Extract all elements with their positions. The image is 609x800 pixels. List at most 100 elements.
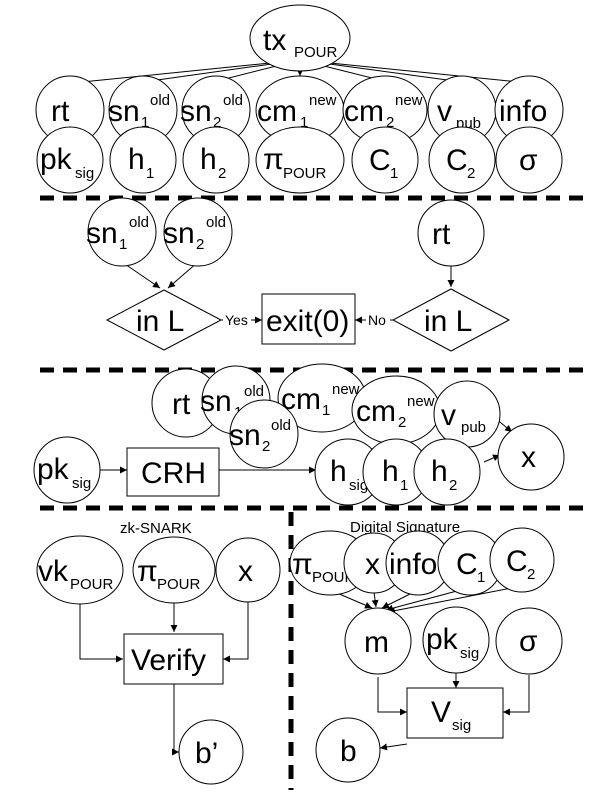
svg-text:POUR: POUR bbox=[294, 44, 338, 61]
svg-text:POUR: POUR bbox=[157, 576, 201, 593]
svg-text:pk: pk bbox=[37, 453, 70, 486]
node-check-sn1-old bbox=[87, 197, 157, 267]
svg-text:V: V bbox=[431, 696, 451, 729]
digital-signature-title: Digital Signature bbox=[350, 519, 460, 536]
label-check-sn2-old: sn 2 old bbox=[163, 214, 226, 253]
svg-text:C: C bbox=[506, 545, 528, 578]
node-exit bbox=[261, 293, 356, 345]
svg-text:new: new bbox=[395, 92, 423, 109]
label-info: info bbox=[499, 95, 547, 128]
label-hash-cm2-new: cm 2 new bbox=[356, 393, 435, 431]
label-hash-hsig: h sig bbox=[330, 455, 368, 494]
node-hash-sn2-old bbox=[229, 399, 299, 469]
svg-text:tx: tx bbox=[263, 24, 286, 57]
label-rt: rt bbox=[51, 95, 70, 128]
svg-text:h: h bbox=[431, 455, 448, 488]
svg-text:C: C bbox=[446, 144, 468, 177]
label-check-rt: rt bbox=[432, 218, 451, 251]
label-vk-pour: vk POUR bbox=[38, 555, 114, 593]
svg-text:old: old bbox=[271, 417, 291, 434]
label-hash-h1: h 1 bbox=[382, 455, 408, 494]
svg-text:pk: pk bbox=[40, 143, 73, 176]
label-sn2-old: sn 2 old bbox=[180, 92, 243, 131]
svg-text:sn: sn bbox=[200, 385, 232, 418]
node-sig-c2 bbox=[489, 527, 555, 593]
node-check-sn2-old bbox=[163, 197, 233, 267]
edge-c1-m bbox=[385, 587, 469, 612]
node-in-l-right bbox=[391, 288, 511, 352]
label-zk-b: b’ bbox=[195, 737, 218, 770]
node-hash-pk-sig bbox=[33, 436, 101, 504]
label-c2: C 2 bbox=[446, 144, 475, 182]
node-pk-sig bbox=[36, 126, 104, 194]
node-verify bbox=[123, 633, 224, 685]
label-crh: CRH bbox=[141, 457, 206, 490]
label-in-l-left: in L bbox=[136, 305, 184, 338]
svg-text:2: 2 bbox=[398, 414, 406, 431]
svg-text:h: h bbox=[382, 455, 399, 488]
svg-text:1: 1 bbox=[141, 114, 149, 131]
svg-text:POUR: POUR bbox=[283, 165, 327, 182]
svg-text:2: 2 bbox=[213, 114, 221, 131]
svg-text:sig: sig bbox=[72, 475, 91, 492]
edge-x-verify bbox=[223, 600, 249, 663]
svg-text:1: 1 bbox=[119, 236, 127, 253]
edge-vsig-b bbox=[379, 743, 408, 751]
svg-text:old: old bbox=[244, 383, 264, 400]
svg-text:pub: pub bbox=[461, 419, 486, 436]
label-hash-h2: h 2 bbox=[431, 455, 457, 494]
svg-text:h: h bbox=[128, 143, 145, 176]
node-zk-x bbox=[215, 537, 281, 603]
svg-text:2: 2 bbox=[262, 438, 270, 455]
label-hash-rt: rt bbox=[172, 388, 191, 421]
label-hash-vpub: v pub bbox=[441, 399, 486, 436]
edge-sn1-inl bbox=[121, 261, 161, 289]
svg-text:1: 1 bbox=[477, 569, 485, 586]
label-no: No bbox=[368, 312, 386, 328]
svg-text:pk: pk bbox=[426, 623, 459, 656]
svg-text:h: h bbox=[330, 455, 347, 488]
label-sigma: σ bbox=[519, 144, 538, 177]
node-hash-h2 bbox=[413, 438, 481, 506]
node-vsig bbox=[406, 687, 504, 739]
node-h2 bbox=[182, 126, 250, 194]
svg-text:1: 1 bbox=[390, 165, 398, 182]
svg-text:POUR: POUR bbox=[70, 576, 114, 593]
edge-h2-x bbox=[483, 454, 501, 463]
edge-tx-info bbox=[299, 59, 530, 86]
label-sig-x: x bbox=[365, 548, 380, 581]
svg-text:sn: sn bbox=[108, 95, 140, 128]
label-hash-pk-sig: pk sig bbox=[37, 453, 91, 492]
label-exit: exit(0) bbox=[266, 305, 349, 338]
node-crh bbox=[126, 447, 220, 497]
svg-text:1: 1 bbox=[400, 477, 408, 494]
svg-text:old: old bbox=[150, 92, 170, 109]
svg-text:π: π bbox=[263, 143, 284, 176]
node-c2 bbox=[428, 126, 496, 194]
label-c1: C 1 bbox=[369, 144, 398, 182]
svg-text:2: 2 bbox=[467, 165, 475, 182]
svg-text:sig: sig bbox=[75, 165, 94, 182]
label-sig-info: info bbox=[389, 548, 437, 581]
label-hash-x: x bbox=[521, 441, 536, 474]
label-verify: Verify bbox=[131, 644, 206, 677]
svg-text:C: C bbox=[369, 144, 391, 177]
svg-text:h: h bbox=[200, 143, 217, 176]
svg-text:old: old bbox=[206, 214, 226, 231]
svg-text:old: old bbox=[223, 92, 243, 109]
edge-sn2-inl bbox=[167, 261, 199, 289]
edge-tx-rt bbox=[71, 59, 301, 86]
node-zk-pi-pour bbox=[132, 536, 216, 604]
node-in-l-left bbox=[105, 289, 223, 351]
label-zk-pi-pour: π POUR bbox=[137, 555, 201, 593]
svg-text:cm: cm bbox=[344, 95, 384, 128]
label-tx-pour: tx POUR bbox=[263, 24, 338, 61]
label-cm1-new: cm 1 new bbox=[257, 92, 337, 131]
label-check-sn1-old: sn 1 old bbox=[86, 214, 149, 253]
zk-snark-title: zk-SNARK bbox=[120, 520, 192, 537]
edge-vk-verify bbox=[79, 598, 123, 663]
node-m bbox=[344, 607, 412, 675]
label-sig-pi-pour: π POUR bbox=[292, 548, 356, 586]
edge-m-vsig bbox=[377, 677, 407, 716]
svg-text:sn: sn bbox=[163, 217, 195, 250]
